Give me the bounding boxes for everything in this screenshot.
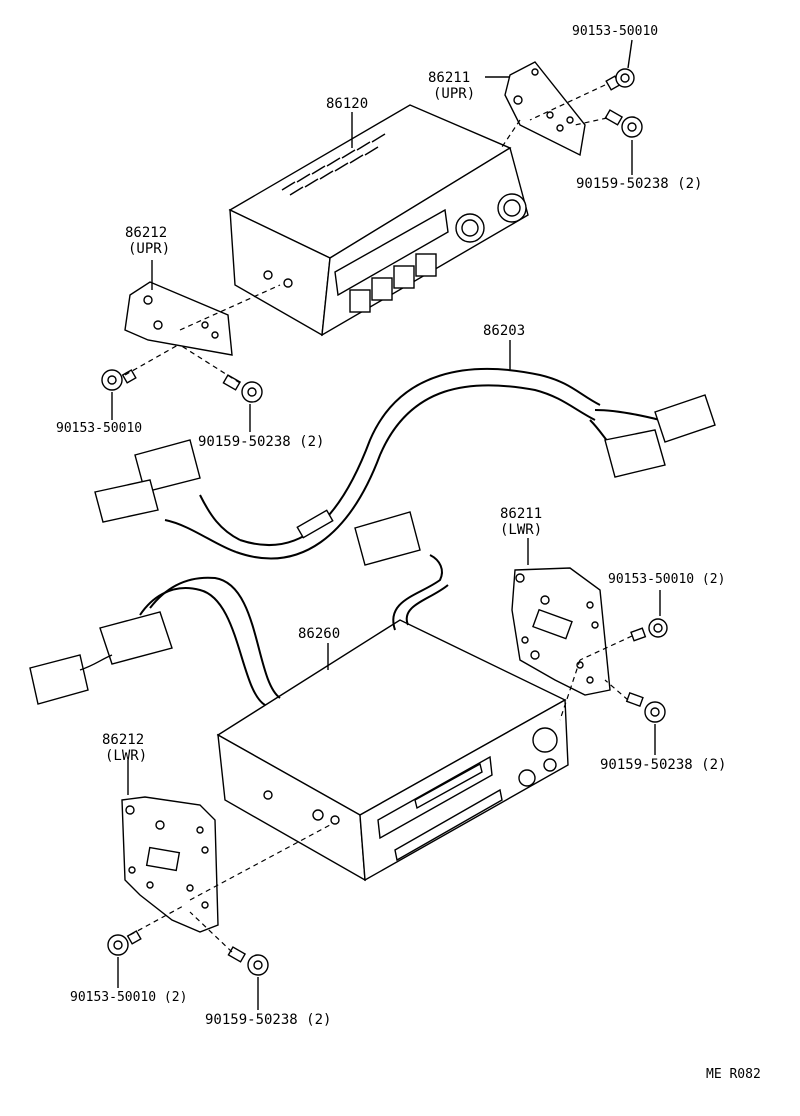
screw-90153-top [605, 68, 635, 91]
bracket-86211-upr [504, 61, 586, 157]
bracket-86212-upr [124, 281, 233, 356]
label-screw-top: 90153-50010 [572, 24, 658, 39]
label-bracket-upr-left-num: 86212 [125, 225, 167, 241]
screw-90153-bottom [107, 930, 142, 956]
bracket-86212-lwr [121, 796, 219, 933]
label-bolt-right-lwr: 90159-50238 (2) [600, 757, 726, 773]
label-screw-bottom: 90153-50010 (2) [70, 990, 187, 1005]
label-harness: 86203 [483, 323, 525, 339]
label-bracket-lwr-right-num: 86211 [500, 506, 542, 522]
label-tape-player: 86260 [298, 626, 340, 642]
leader-lines [111, 39, 661, 1010]
label-bracket-lwr-right-pos: (LWR) [500, 522, 542, 538]
screw-90153-left [101, 369, 137, 391]
bolt-90159-right-lwr [625, 691, 666, 723]
bolt-90159-top [604, 109, 643, 138]
label-bolt-left: 90159-50238 (2) [198, 434, 324, 450]
label-bracket-upr-right-num: 86211 [428, 70, 470, 86]
label-bracket-upr-right-pos: (UPR) [433, 86, 475, 102]
tape-player-86260 [29, 511, 569, 882]
bolt-90159-left [222, 374, 263, 403]
label-bolt-top: 90159-50238 (2) [576, 176, 702, 192]
diagram-code: ME R082 [706, 1067, 761, 1082]
radio-unit-86120 [228, 104, 529, 337]
label-bolt-bottom: 90159-50238 (2) [205, 1012, 331, 1028]
screw-90153-right-lwr [630, 618, 668, 642]
label-screw-right-lwr: 90153-50010 (2) [608, 572, 725, 587]
label-radio: 86120 [326, 96, 368, 112]
bolt-90159-bottom [227, 946, 269, 976]
label-bracket-lwr-left-pos: (LWR) [105, 748, 147, 764]
label-bracket-lwr-left-num: 86212 [102, 732, 144, 748]
wire-harness-86203 [94, 367, 716, 560]
bracket-86211-lwr [511, 567, 611, 696]
label-bracket-upr-left-pos: (UPR) [128, 241, 170, 257]
label-screw-left: 90153-50010 [56, 421, 142, 436]
assembly-lines-upper [124, 84, 608, 384]
part-labels: 90153-50010 86211 (UPR) 86120 90159-5023… [56, 24, 761, 1082]
assembly-lines-lower [129, 635, 633, 953]
